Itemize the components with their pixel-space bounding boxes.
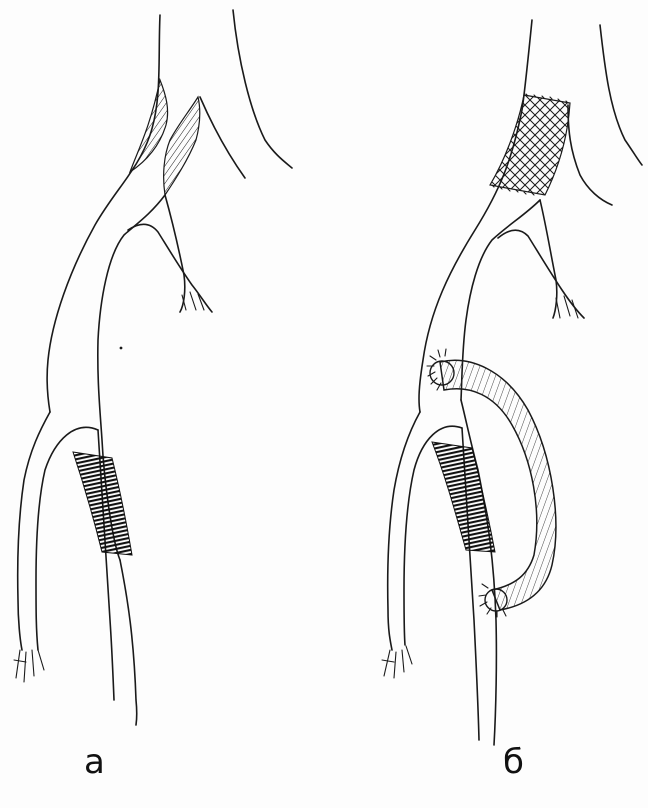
lower-branch-tips bbox=[14, 650, 44, 682]
panel-label-b: б bbox=[503, 742, 524, 782]
main-trunk-right bbox=[120, 560, 137, 725]
vessel-wall-inner-b bbox=[568, 105, 612, 205]
stent-mesh bbox=[490, 95, 570, 195]
panel-a bbox=[14, 10, 292, 725]
mark-dot bbox=[120, 347, 123, 350]
plaque-right bbox=[164, 97, 200, 195]
panel-b bbox=[382, 20, 642, 745]
side-branch-inner-b bbox=[498, 230, 584, 318]
lower-branch-tips-b bbox=[382, 646, 412, 678]
side-branch-tips bbox=[182, 292, 204, 310]
vessel-wall-right-b bbox=[600, 25, 642, 165]
occlusion-hatch bbox=[73, 452, 132, 555]
plaque-left bbox=[130, 80, 168, 172]
vessel-wall-right bbox=[233, 10, 292, 168]
panel-label-a: а bbox=[84, 742, 105, 782]
lower-branch-outer bbox=[18, 412, 50, 650]
vessel-wall-left bbox=[47, 15, 160, 412]
occlusion-hatch-b bbox=[432, 442, 495, 552]
vessel-wall-left-b bbox=[419, 20, 532, 412]
side-branch-outer bbox=[165, 195, 185, 312]
vessel-wall-inner-left bbox=[200, 97, 245, 178]
side-branch-tips-b bbox=[556, 296, 578, 318]
